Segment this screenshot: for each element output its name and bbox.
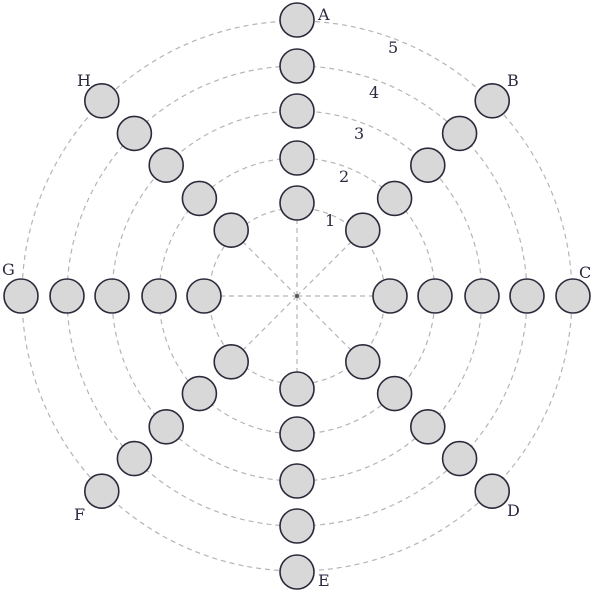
cell-h-1[interactable] (213, 212, 249, 248)
cell-h-5[interactable] (84, 83, 120, 119)
cell-e-3[interactable] (279, 463, 315, 499)
cell-a-1[interactable] (279, 185, 315, 221)
cell-f-4[interactable] (116, 440, 153, 477)
ray-label-b: B (507, 71, 519, 90)
cell-g-3[interactable] (94, 278, 130, 314)
cell-d-2[interactable] (376, 375, 413, 412)
cell-b-1[interactable] (344, 212, 381, 248)
cell-g-2[interactable] (141, 278, 177, 314)
ray-labels: A B C D E F G H (2, 5, 591, 590)
cell-c-1[interactable] (372, 278, 408, 314)
cell-g-4[interactable] (49, 278, 85, 314)
cell-grid (3, 2, 591, 590)
cell-f-1[interactable] (213, 343, 249, 380)
cell-d-1[interactable] (344, 343, 381, 380)
ray-label-h: H (77, 71, 91, 90)
cell-a-4[interactable] (279, 48, 315, 84)
ring-label-4: 4 (369, 83, 379, 102)
cell-g-1[interactable] (186, 278, 222, 314)
cell-a-2[interactable] (279, 140, 315, 176)
cell-c-2[interactable] (417, 278, 453, 314)
ray-label-c: C (579, 263, 591, 282)
ray-label-f: F (74, 505, 85, 524)
cell-h-4[interactable] (116, 115, 153, 152)
cell-b-4[interactable] (441, 115, 478, 152)
spoke-guides (209, 208, 385, 384)
cell-d-4[interactable] (441, 440, 478, 477)
cell-e-1[interactable] (279, 371, 315, 407)
cell-e-2[interactable] (279, 416, 315, 452)
cell-h-3[interactable] (148, 147, 184, 183)
cell-c-3[interactable] (464, 278, 500, 314)
ray-label-e: E (318, 571, 330, 590)
cell-a-3[interactable] (279, 93, 315, 129)
ring-label-3: 3 (354, 124, 364, 143)
spoke-guide-f (234, 295, 298, 359)
ring-labels: 1 2 3 4 5 (325, 38, 398, 230)
cell-g-5[interactable] (3, 278, 39, 314)
cell-e-4[interactable] (279, 508, 315, 544)
cell-d-3[interactable] (409, 408, 446, 445)
cell-d-5[interactable] (474, 473, 511, 510)
cell-c-4[interactable] (509, 278, 545, 314)
cell-b-3[interactable] (409, 147, 446, 183)
cell-h-2[interactable] (181, 180, 218, 217)
cell-e-5[interactable] (279, 554, 315, 590)
cell-b-5[interactable] (474, 83, 511, 119)
ray-label-d: D (507, 501, 520, 520)
spoke-guide-d (296, 295, 360, 359)
cell-b-2[interactable] (376, 180, 413, 217)
cell-f-5[interactable] (84, 473, 120, 510)
ray-label-g: G (2, 260, 15, 279)
ring-label-1: 1 (325, 211, 335, 230)
cell-c-5[interactable] (555, 278, 591, 314)
ring-label-2: 2 (339, 167, 349, 186)
cell-a-5[interactable] (279, 2, 315, 38)
spoke-guide-b (296, 233, 360, 297)
ring-label-5: 5 (388, 38, 398, 57)
center-point (295, 294, 299, 298)
ray-label-a: A (317, 5, 330, 24)
cell-f-3[interactable] (148, 408, 184, 445)
spoke-guide-h (234, 233, 298, 297)
cell-f-2[interactable] (181, 375, 218, 412)
